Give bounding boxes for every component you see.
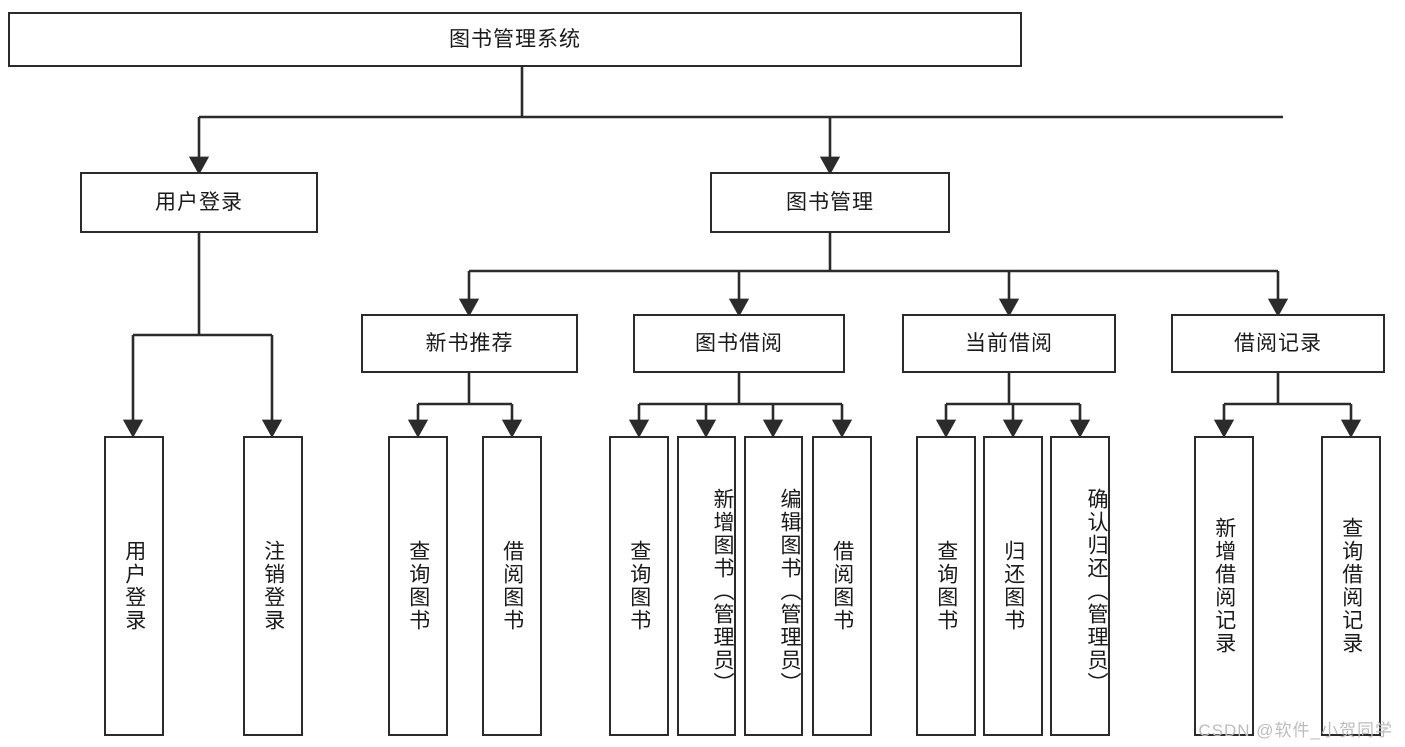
node-leaf-return-book[interactable]: 归还图书 [983,436,1043,736]
node-leaf-edit-book-admin[interactable]: 编辑图书（管理员） [744,436,803,736]
node-current-borrow-label: 当前借阅 [965,331,1053,355]
node-user-login[interactable]: 用户登录 [80,172,318,233]
node-leaf-logout-label: 注销登录 [261,540,285,632]
node-leaf-query-book-new-label: 查询图书 [406,540,430,632]
node-book-borrow-label: 图书借阅 [695,331,783,355]
node-root[interactable]: 图书管理系统 [8,12,1022,67]
node-leaf-query-book-borrow[interactable]: 查询图书 [609,436,669,736]
node-leaf-query-book-current-label: 查询图书 [934,540,958,632]
node-book-management[interactable]: 图书管理 [710,172,950,233]
node-leaf-add-borrow-record-label: 新增借阅记录 [1212,517,1236,655]
node-leaf-add-book-admin[interactable]: 新增图书（管理员） [677,436,736,736]
node-borrow-record-label: 借阅记录 [1234,331,1322,355]
node-book-borrow[interactable]: 图书借阅 [633,314,845,373]
node-leaf-logout[interactable]: 注销登录 [243,436,303,736]
node-root-label: 图书管理系统 [449,27,581,51]
node-user-login-label: 用户登录 [155,190,243,214]
node-leaf-query-borrow-record-label: 查询借阅记录 [1339,517,1363,655]
node-leaf-user-login-label: 用户登录 [122,540,146,632]
node-leaf-query-book-new[interactable]: 查询图书 [388,436,448,736]
node-leaf-add-borrow-record[interactable]: 新增借阅记录 [1194,436,1254,736]
node-leaf-add-book-admin-label: 新增图书（管理员） [711,487,734,695]
node-leaf-query-book-current[interactable]: 查询图书 [916,436,976,736]
node-leaf-confirm-return-admin-label: 确认归还（管理员） [1085,487,1108,695]
node-leaf-borrow-book-new[interactable]: 借阅图书 [482,436,542,736]
node-leaf-query-book-borrow-label: 查询图书 [627,540,651,632]
node-book-management-label: 图书管理 [786,190,874,214]
node-leaf-borrow-book-borrow[interactable]: 借阅图书 [812,436,872,736]
node-leaf-query-borrow-record[interactable]: 查询借阅记录 [1321,436,1381,736]
node-leaf-borrow-book-borrow-label: 借阅图书 [830,540,854,632]
node-leaf-borrow-book-new-label: 借阅图书 [500,540,524,632]
node-leaf-user-login[interactable]: 用户登录 [104,436,164,736]
node-leaf-edit-book-admin-label: 编辑图书（管理员） [778,487,801,695]
node-leaf-return-book-label: 归还图书 [1001,540,1025,632]
node-current-borrow[interactable]: 当前借阅 [902,314,1116,373]
node-leaf-confirm-return-admin[interactable]: 确认归还（管理员） [1050,436,1110,736]
node-new-book-recommend-label: 新书推荐 [425,331,514,355]
node-new-book-recommend[interactable]: 新书推荐 [361,314,578,373]
node-borrow-record[interactable]: 借阅记录 [1171,314,1385,373]
